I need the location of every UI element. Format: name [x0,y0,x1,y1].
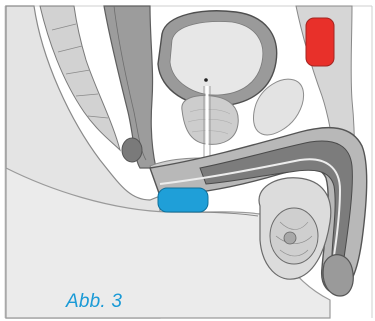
rectal-mass [122,138,142,162]
figure-caption: Abb. 3 [66,292,122,311]
blue-marker [158,188,208,212]
red-marker [306,18,334,66]
epididymis [284,232,296,244]
bladder-outlet-dot [204,78,208,82]
glans [323,255,353,296]
bladder-lumen [170,22,263,96]
